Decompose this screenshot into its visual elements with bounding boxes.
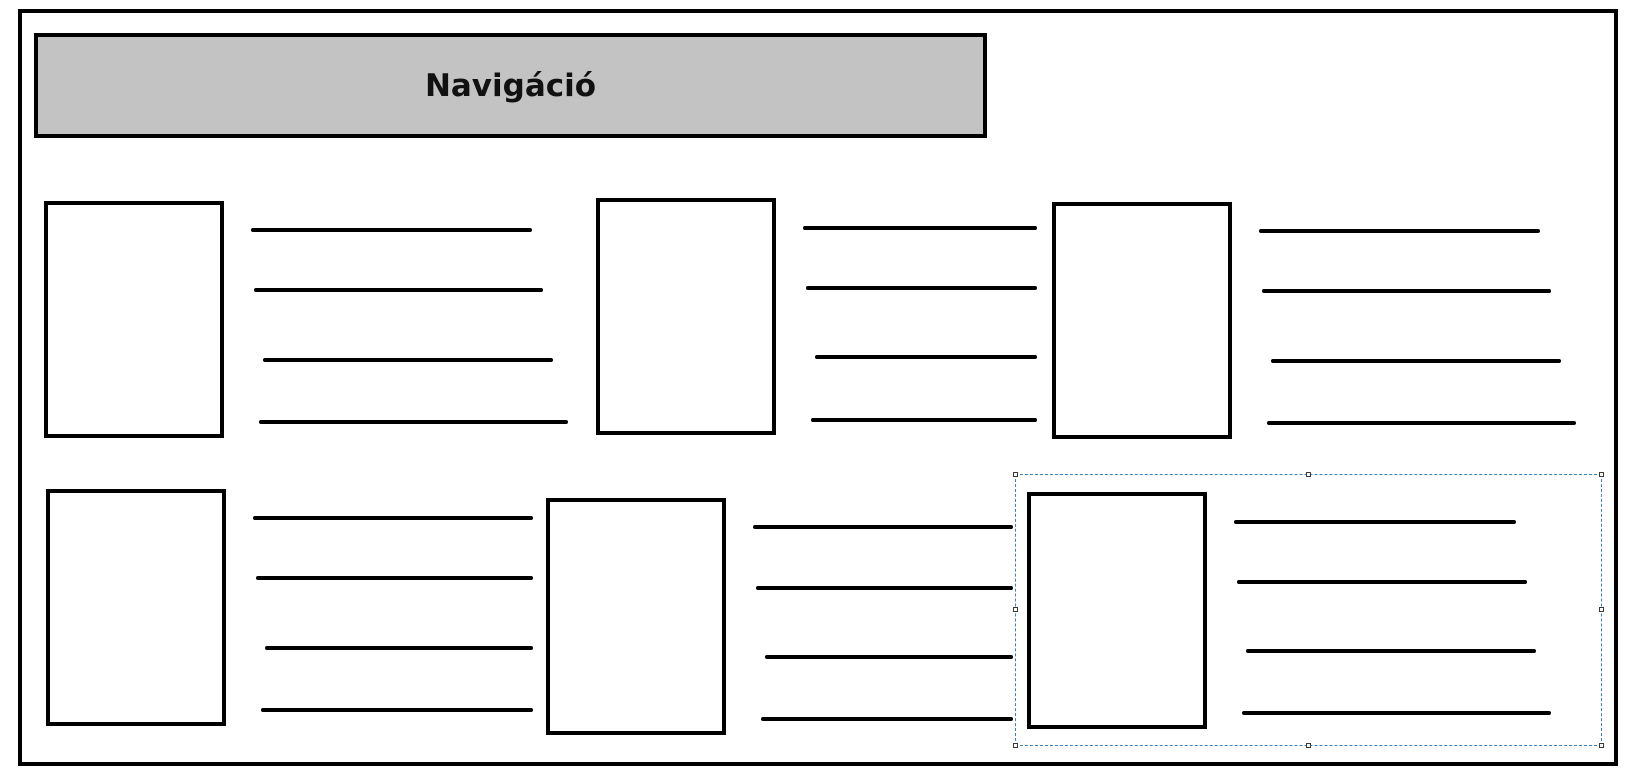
card-text-line bbox=[1259, 229, 1540, 233]
card-text-line bbox=[265, 646, 533, 650]
card-text-line bbox=[761, 717, 1013, 721]
card-text-line bbox=[1234, 520, 1516, 524]
card-image-placeholder[interactable] bbox=[1052, 202, 1232, 439]
card-text-line bbox=[753, 525, 1013, 529]
resize-handle-top-center[interactable] bbox=[1306, 472, 1311, 477]
card-text-line bbox=[811, 418, 1037, 422]
card-text-line bbox=[1242, 711, 1551, 715]
resize-handle-middle-right[interactable] bbox=[1599, 607, 1604, 612]
card-text-line bbox=[765, 655, 1013, 659]
card-text-line bbox=[1237, 580, 1527, 584]
navigation-bar[interactable]: Navigáció bbox=[34, 33, 987, 138]
selection-box[interactable] bbox=[1015, 474, 1602, 746]
resize-handle-top-right[interactable] bbox=[1599, 472, 1604, 477]
card-text-line bbox=[1267, 421, 1576, 425]
card-text-line bbox=[254, 288, 543, 292]
card-text-line bbox=[1246, 649, 1536, 653]
card-text-line bbox=[261, 708, 533, 712]
card-image-placeholder[interactable] bbox=[596, 198, 776, 435]
card-text-line bbox=[256, 576, 533, 580]
resize-handle-middle-left[interactable] bbox=[1013, 607, 1018, 612]
resize-handle-bottom-left[interactable] bbox=[1013, 743, 1018, 748]
resize-handle-top-left[interactable] bbox=[1013, 472, 1018, 477]
resize-handle-bottom-center[interactable] bbox=[1306, 743, 1311, 748]
card-text-line bbox=[756, 586, 1013, 590]
page-frame bbox=[18, 9, 1618, 766]
card-text-line bbox=[815, 355, 1037, 359]
card-image-placeholder[interactable] bbox=[46, 489, 226, 726]
card-text-line bbox=[259, 420, 568, 424]
card-text-line bbox=[803, 226, 1037, 230]
resize-handle-bottom-right[interactable] bbox=[1599, 743, 1604, 748]
card-image-placeholder[interactable] bbox=[1027, 492, 1207, 729]
card-text-line bbox=[1262, 289, 1551, 293]
card-text-line bbox=[1271, 359, 1561, 363]
card-image-placeholder[interactable] bbox=[44, 201, 224, 438]
card-text-line bbox=[253, 516, 533, 520]
navigation-label: Navigáció bbox=[424, 67, 597, 104]
card-text-line bbox=[806, 286, 1037, 290]
card-text-line bbox=[251, 228, 532, 232]
card-image-placeholder[interactable] bbox=[546, 498, 726, 735]
card-text-line bbox=[263, 358, 553, 362]
